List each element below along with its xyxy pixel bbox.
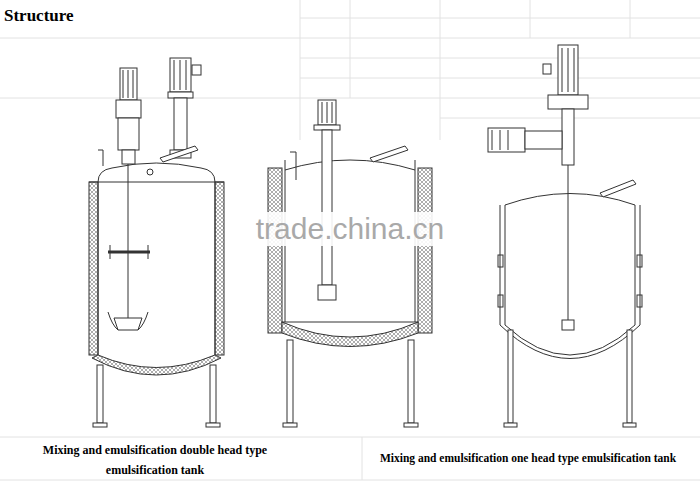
cone-bottom-tank-part [543, 64, 551, 74]
cone-bottom-tank-part [525, 131, 562, 149]
cone-bottom-tank-part [492, 130, 493, 150]
double-head-tank-part [133, 70, 134, 98]
page-title: Structure [4, 6, 74, 26]
table-grid-part [300, 58, 700, 59]
double-head-tank [89, 58, 224, 427]
one-head-tank-part [268, 168, 282, 333]
one-head-tank-part [283, 423, 297, 427]
double-head-tank-part [215, 182, 216, 355]
table-grid-part [300, 0, 301, 140]
double-head-tank-part [92, 355, 221, 375]
one-head-tank-part [404, 423, 418, 427]
cone-bottom-tank-part [500, 130, 501, 150]
double-head-tank-part [118, 118, 139, 150]
cone-bottom-tank-part [637, 295, 642, 307]
double-head-tank-part [192, 65, 201, 75]
one-head-tank-part [327, 102, 328, 123]
cone-bottom-tank-part [488, 128, 525, 152]
cone-bottom-tank [488, 45, 642, 427]
one-head-tank-part [318, 285, 336, 300]
tank-caption: Mixing and emulsification one head type … [380, 450, 676, 466]
double-head-tank-part [174, 98, 187, 150]
one-head-tank-part [322, 102, 323, 123]
double-head-tank-part [123, 70, 124, 98]
tank-caption: Mixing and emulsification double head ty… [24, 440, 286, 480]
table-grid-part [0, 437, 700, 438]
double-head-tank-part [116, 100, 141, 118]
double-head-tank-part [147, 169, 153, 175]
double-head-tank-part [98, 150, 103, 166]
double-head-tank-part [210, 365, 216, 423]
table-grid-part [300, 18, 700, 19]
table-grid-part [0, 480, 700, 481]
cone-bottom-tank-part [600, 180, 636, 197]
cone-bottom-tank-part [498, 295, 503, 307]
cone-bottom-tank-part [568, 165, 569, 320]
one-head-tank-part [322, 130, 332, 285]
double-head-tank-part [120, 68, 137, 100]
double-head-tank-part [97, 365, 103, 423]
one-head-tank-part [408, 340, 414, 423]
double-head-tank-part [89, 182, 98, 355]
one-head-tank-part [332, 102, 333, 123]
one-head-tank-part [282, 322, 418, 323]
double-head-tank-part [215, 182, 224, 355]
one-head-tank-part [282, 322, 418, 347]
cone-bottom-tank-part [504, 423, 517, 427]
double-head-tank-part [174, 60, 175, 90]
cone-bottom-tank-part [627, 330, 632, 423]
cone-bottom-tank-part [562, 109, 574, 165]
double-head-tank-part [98, 182, 99, 355]
double-head-tank-part [148, 245, 149, 259]
cone-bottom-tank-part [498, 255, 503, 267]
cone-bottom-tank-part [505, 194, 635, 206]
double-head-tank-part [180, 60, 181, 90]
double-head-tank-part [122, 150, 135, 164]
table-grid-part [530, 0, 531, 38]
one-head-tank-part [370, 146, 408, 162]
cone-bottom-tank-part [574, 48, 575, 92]
cone-bottom-tank-part [505, 205, 506, 325]
cone-bottom-tank-part [637, 255, 642, 267]
watermark: trade.china.cn [252, 212, 448, 246]
double-head-tank-part [110, 245, 111, 259]
cone-bottom-tank-part [562, 320, 574, 330]
cone-bottom-tank-part [558, 45, 578, 95]
cone-bottom-tank-part [623, 423, 636, 427]
double-head-tank-part [108, 251, 150, 254]
double-head-tank-part [206, 423, 220, 427]
double-head-tank-part [186, 60, 187, 90]
one-head-tank [268, 100, 432, 427]
table-grid-part [440, 0, 441, 140]
cone-bottom-tank-part [548, 95, 588, 109]
double-head-tank-part [89, 182, 224, 183]
one-head-tank-part [318, 100, 336, 125]
double-head-tank-part [160, 146, 198, 162]
one-head-tank-part [285, 160, 415, 170]
double-head-tank-part [93, 423, 107, 427]
double-head-tank-part [114, 318, 142, 330]
one-head-tank-part [290, 152, 296, 180]
cone-bottom-tank-part [568, 48, 569, 92]
cone-bottom-tank-part [508, 330, 513, 423]
double-head-tank-part [108, 312, 148, 330]
double-head-tank-part [98, 163, 215, 182]
table-grid-part [300, 78, 700, 79]
double-head-tank-part [170, 58, 191, 92]
double-head-tank-part [128, 70, 129, 98]
cone-bottom-tank-part [562, 48, 563, 92]
table-grid-part [350, 0, 351, 98]
table-grid-part [630, 0, 631, 38]
double-head-tank-part [128, 164, 129, 330]
double-head-tank-part [168, 92, 193, 98]
one-head-tank-part [314, 125, 340, 130]
one-head-tank-part [418, 168, 432, 333]
cone-bottom-tank-part [508, 130, 509, 150]
table-grid-part [362, 437, 363, 480]
one-head-tank-part [287, 340, 293, 423]
cone-bottom-tank-part [635, 205, 636, 325]
